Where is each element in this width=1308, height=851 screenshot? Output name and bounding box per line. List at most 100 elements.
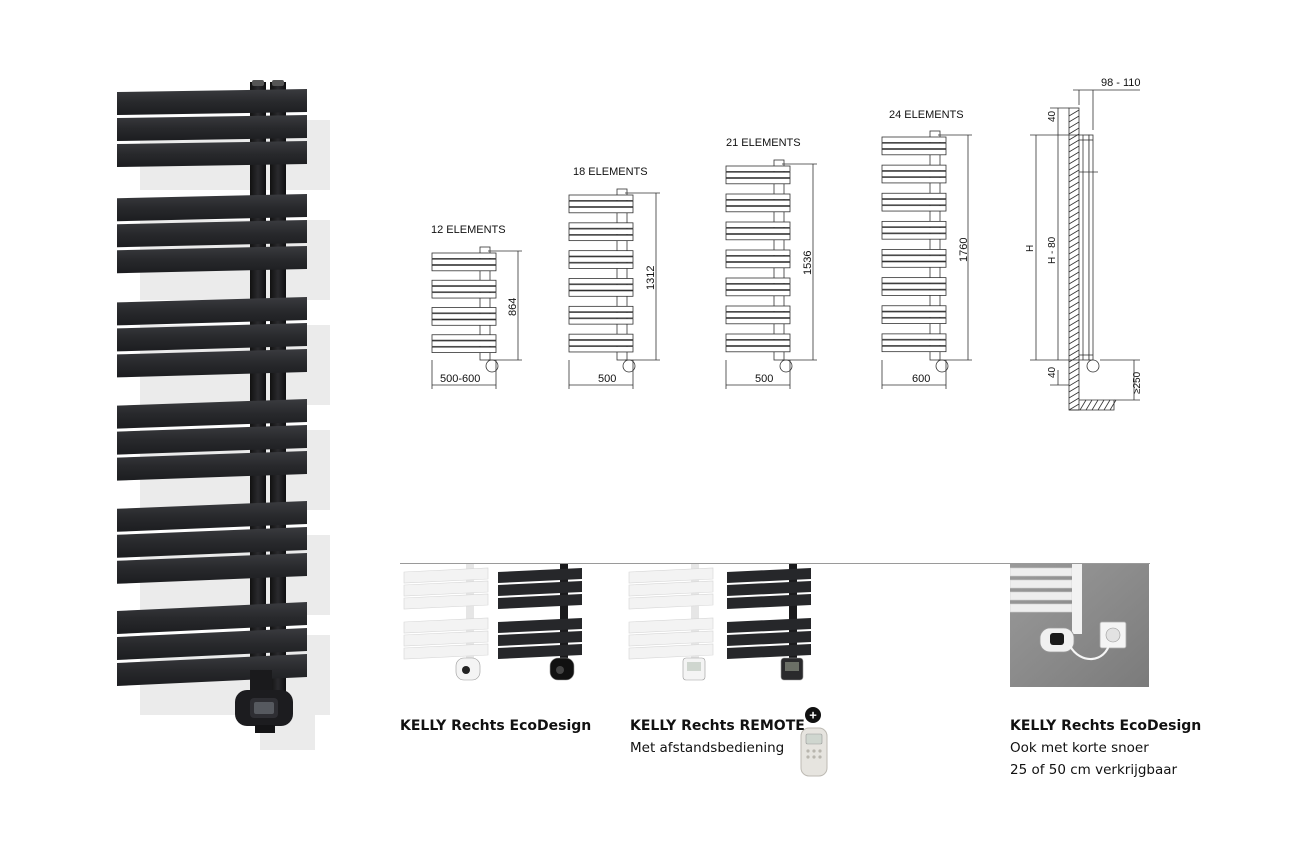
radiator-bar-outline [725,289,791,297]
label-21-elements: 21 ELEMENTS [726,137,801,149]
radiator-bar-outline [725,249,791,256]
radiator-pipe [929,130,941,361]
width-24: 600 [912,373,930,385]
wall-hatch [1068,169,1080,177]
radiator-bar-outline [725,345,791,353]
floor-hatch [1079,399,1087,411]
radiator-bar-outline [431,264,497,272]
radiator-bar [117,399,307,429]
radiator-bar-outline [725,305,791,312]
thumb-controller-dial [556,666,564,674]
radiator-bar-outline [431,340,497,347]
radiator-bar-outline [568,194,634,201]
radiator-bar-outline [725,205,791,213]
wall-hatch [1068,295,1080,303]
radiator-bar-outline [725,171,791,178]
wall-hatch [1068,397,1080,405]
radiator-bar [117,194,307,222]
radiator-bar-outline [725,261,791,269]
thumb-bar [727,618,811,633]
thumb-bar [727,568,811,583]
wall-hatch [1068,265,1080,273]
radiator-bar-outline [881,136,947,143]
radiator-bar-outline [568,284,634,291]
wall-hatch [1068,271,1080,279]
wall-hatch [1068,367,1080,375]
width-21: 500 [755,373,773,385]
radiator-bar-outline [881,170,947,178]
wall-hatch [1068,121,1080,129]
radiator-bar-outline [725,193,791,200]
label-18-elements: 18 ELEMENTS [573,166,648,178]
radiator-main-image [117,80,330,750]
radiator-bar-outline [431,307,497,314]
wall-hatch [1068,283,1080,291]
wall-hatch [1068,187,1080,195]
radiator-bar-outline [725,227,791,234]
thumb-bar [403,630,489,647]
wall-hatch [1068,181,1080,189]
radiator-bar-outline [431,258,497,266]
radiator-bar-outline [725,333,791,340]
wall-hatch [1068,337,1080,345]
radiator-bar-outline [725,339,791,347]
wall-hatch [1068,115,1080,123]
thumb-bar [727,644,811,659]
thumb-bar [403,643,489,660]
wall-hatch [1068,217,1080,225]
radiator-bar [117,425,307,455]
thumb-bar [628,593,714,610]
radiator-bar-outline [431,334,497,341]
radiator-bar [117,246,307,274]
radiator-bar-outline [881,148,947,156]
thumb-bar [498,581,582,596]
radiator-bar-outline [568,222,634,229]
radiator-bar-outline [881,311,947,318]
thumb-controller-dial [462,666,470,674]
radiator-bar-outline [431,346,497,353]
radiator-bar-outline [568,228,634,235]
wall-hatch [1068,109,1080,117]
thumb-bar [628,580,714,597]
radiator-bar-outline [881,220,947,228]
floor-hatch [1091,399,1099,411]
wall-hatch [1068,229,1080,237]
thumb-bar [628,567,714,584]
floor-section [1069,399,1115,411]
wall-hatch [1068,403,1080,411]
wall-hatch [1068,361,1080,369]
thumb-bar [498,644,582,659]
radiator-bar-outline [881,345,947,353]
wall-hatch [1068,379,1080,387]
label-12-elements: 12 ELEMENTS [431,224,506,236]
wall-hatch [1068,277,1080,285]
radiator-bar-outline [881,339,947,346]
thumb-bar [498,594,582,609]
side-total-height: H [1025,245,1036,252]
wall-hatch [1068,139,1080,147]
radiator-bar-outline [881,333,947,340]
height-21: 1536 [802,251,814,275]
radiator-bar [117,349,307,378]
wall-hatch [1068,331,1080,339]
wall-hatch [1068,247,1080,255]
section-divider [400,563,1150,564]
radiator-bar-outline [725,233,791,241]
variant-1-title: KELLY Rechts EcoDesign [400,718,592,734]
radiator-bar-outline [568,346,634,353]
radiator-bar [117,323,307,352]
height-18: 1312 [645,266,657,290]
wall-hatch [1068,127,1080,135]
thumb-bar [628,643,714,660]
radiator-bar-outline [881,255,947,262]
radiator-bar [117,628,307,660]
radiator-bar-outline [568,200,634,207]
radiator-bar-outline [725,317,791,325]
variant-3-title: KELLY Rechts EcoDesign [1010,718,1202,734]
radiator-bar [117,115,307,141]
radiator-bar-outline [568,333,634,340]
side-pipe-height: H - 80 [1047,236,1058,264]
radiator-bar [117,602,307,634]
wall-hatch [1068,343,1080,351]
wall-hatch [1068,325,1080,333]
